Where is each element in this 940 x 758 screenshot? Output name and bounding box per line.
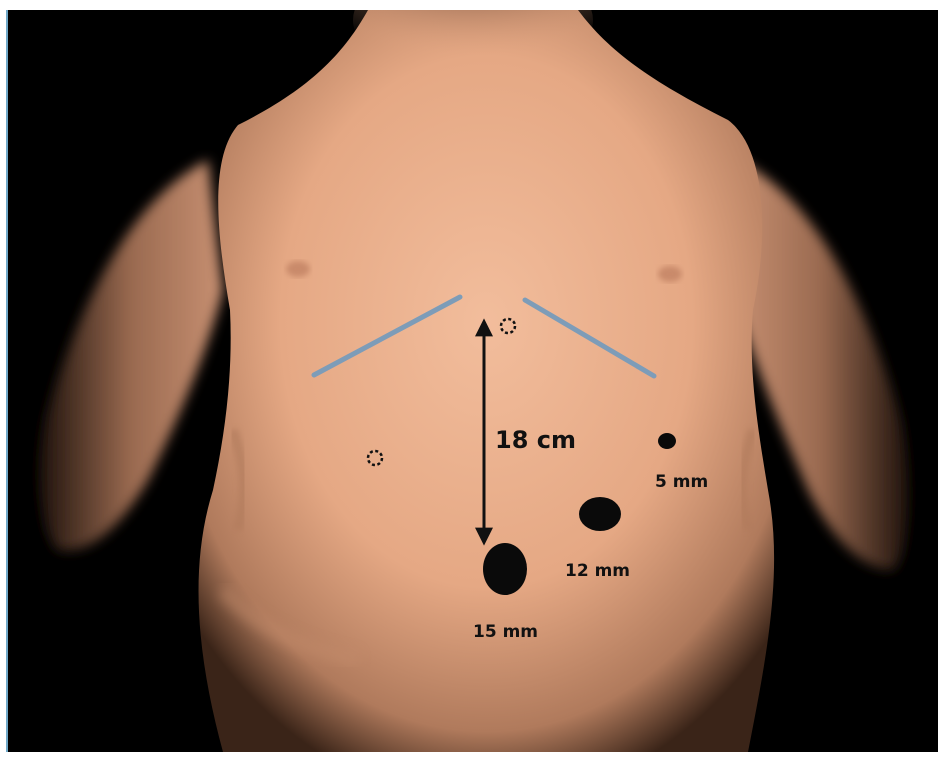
port-5mm-label: 5 mm [655, 472, 708, 492]
port-15mm-marker [483, 543, 527, 595]
port-12mm-label: 12 mm [565, 561, 630, 581]
right-nipple [658, 266, 682, 282]
left-nipple [286, 261, 310, 277]
port-12mm-marker [579, 497, 621, 531]
figure-frame: 18 cm 5 mm 12 mm 15 mm [6, 10, 938, 752]
port-15mm-label: 15 mm [473, 622, 538, 642]
port-5mm-marker [658, 433, 676, 449]
distance-label: 18 cm [495, 426, 576, 454]
left-arm [39, 160, 223, 551]
torso-illustration: 18 cm 5 mm 12 mm 15 mm [8, 10, 938, 752]
